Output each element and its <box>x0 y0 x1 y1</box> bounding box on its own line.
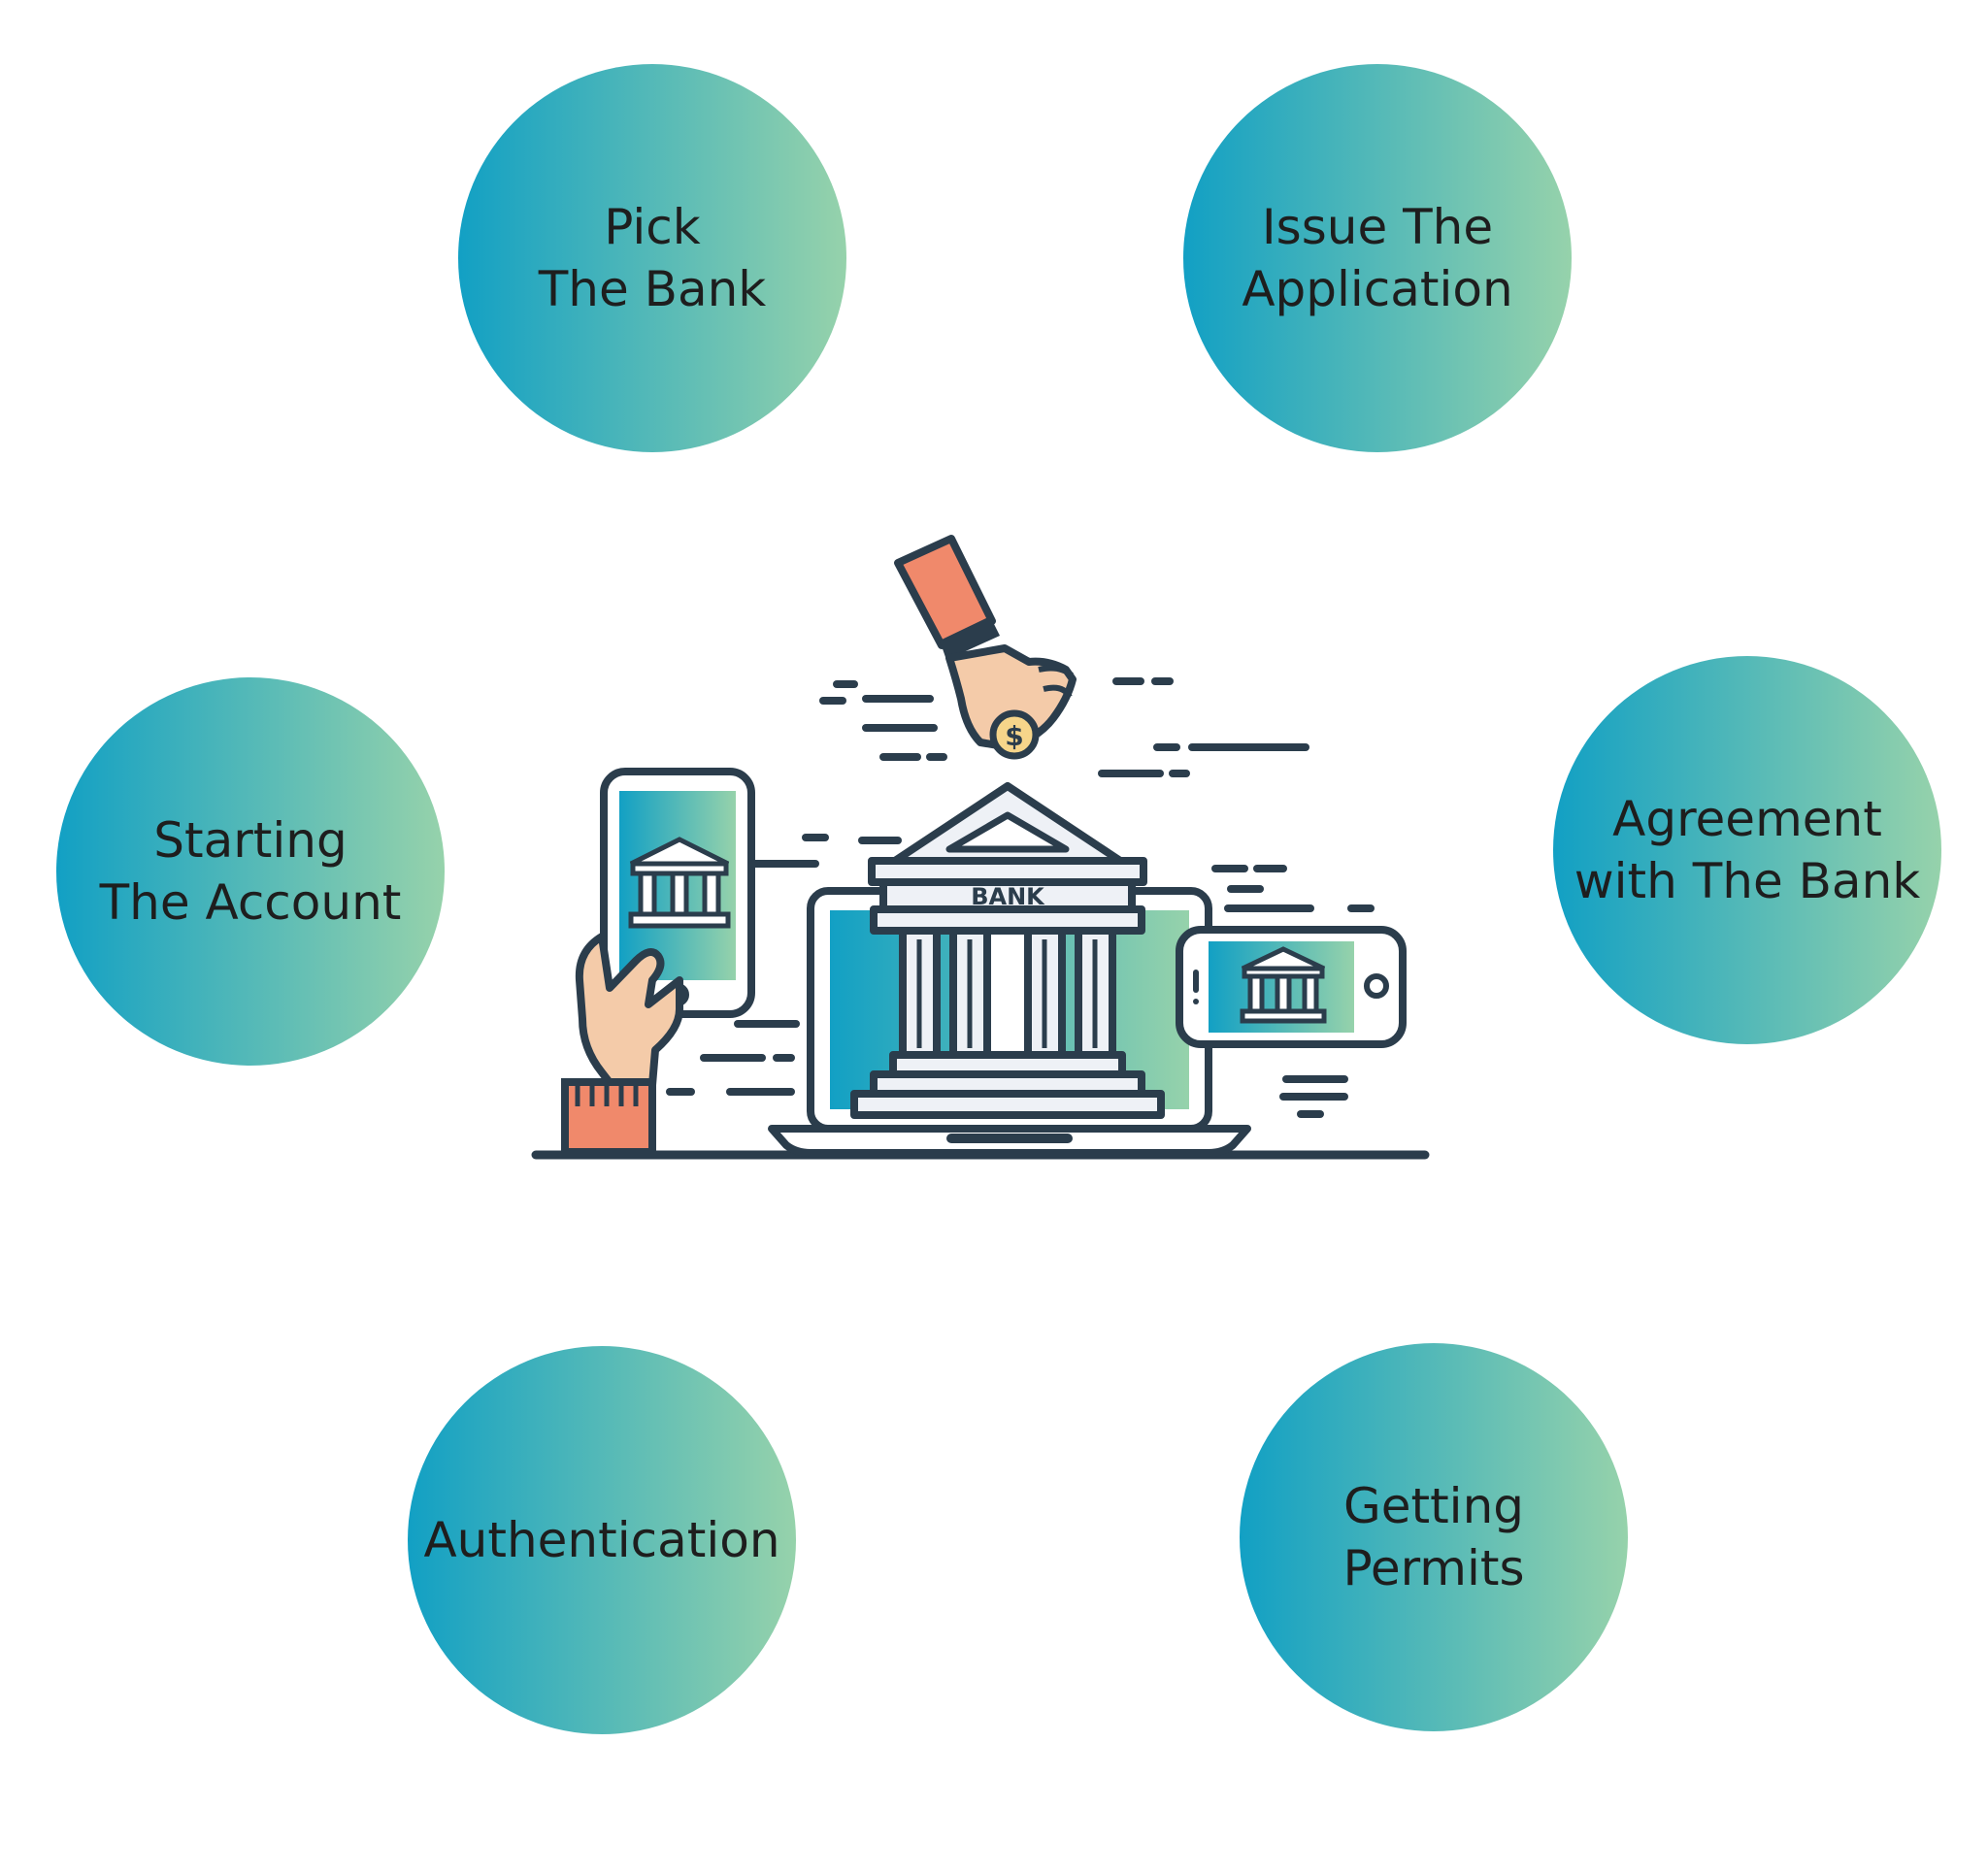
step-pick-the-bank: Pick The Bank <box>458 64 846 452</box>
coin <box>989 709 1040 760</box>
bank-icon <box>1240 946 1327 1024</box>
hand-dropping-coin: $ <box>894 535 1077 760</box>
phone-landscape <box>1176 926 1407 1048</box>
step-label: Pick The Bank <box>538 199 767 317</box>
step-label: Agreement with The Bank <box>1574 791 1921 909</box>
step-label: Starting The Account <box>99 812 402 931</box>
bank-icon <box>628 837 731 929</box>
bank-sign: BANK <box>971 883 1045 910</box>
column-lines <box>916 939 1098 1048</box>
step-label: Authentication <box>423 1512 780 1568</box>
online-banking-illustration: BANK <box>531 535 1430 1160</box>
motion-lines <box>666 677 1375 1118</box>
step-issue-the-application: Issue The Application <box>1183 64 1572 452</box>
dollar-icon: $ <box>1005 720 1023 752</box>
bank-building-icon <box>850 782 1165 1119</box>
step-starting-the-account: Starting The Account <box>56 677 445 1066</box>
step-label: Issue The Application <box>1242 199 1513 317</box>
step-authentication: Authentication <box>408 1346 796 1734</box>
step-label: Getting Permits <box>1342 1478 1525 1596</box>
step-getting-permits: Getting Permits <box>1240 1343 1628 1731</box>
phone-in-hand <box>561 768 819 1156</box>
step-agreement-with-the-bank: Agreement with The Bank <box>1553 656 1941 1044</box>
